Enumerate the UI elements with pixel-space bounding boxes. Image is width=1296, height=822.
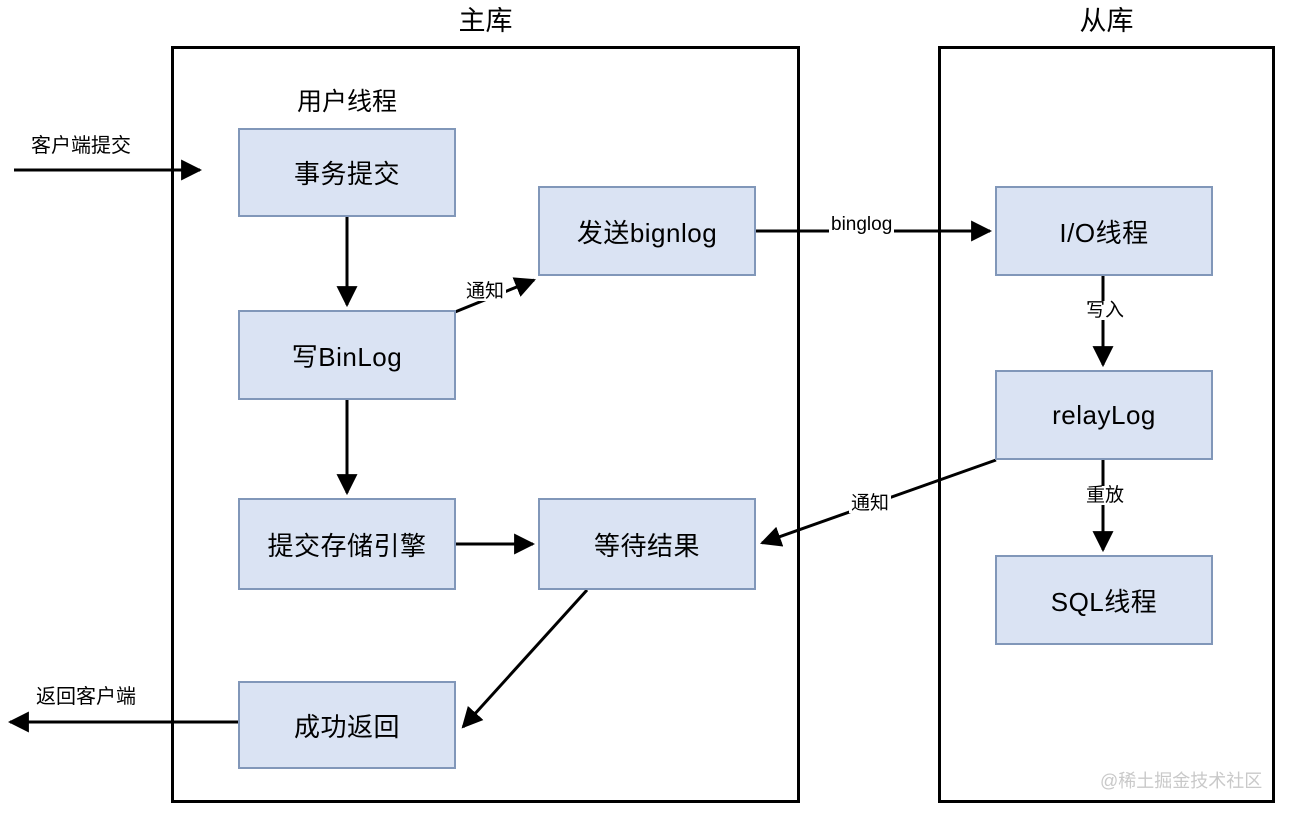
node-sql-thread[interactable]: SQL线程 [995, 555, 1213, 645]
label-client-submit: 客户端提交 [31, 135, 131, 157]
label-return-client: 返回客户端 [36, 686, 136, 708]
node-success-return[interactable]: 成功返回 [238, 681, 456, 769]
node-send-bignlog[interactable]: 发送bignlog [538, 186, 756, 276]
label-replay: 重放 [1084, 485, 1127, 506]
label-notify-bottom: 通知 [849, 493, 892, 514]
slave-container [938, 46, 1275, 803]
master-title: 主库 [458, 6, 513, 36]
node-io-thread[interactable]: I/O线程 [995, 186, 1213, 276]
edge-wait-to-success [461, 588, 589, 729]
label-notify-top: 通知 [464, 281, 507, 302]
user-thread-group-label: 用户线程 [296, 88, 397, 116]
label-binglog: binglog [829, 214, 895, 235]
master-container [171, 46, 800, 803]
node-commit-storage-engine[interactable]: 提交存储引擎 [238, 498, 456, 590]
watermark: @稀土掘金技术社区 [1100, 771, 1263, 791]
node-wait-result[interactable]: 等待结果 [538, 498, 756, 590]
slave-title: 从库 [1079, 6, 1134, 36]
node-relay-log[interactable]: relayLog [995, 370, 1213, 460]
label-write-in: 写入 [1084, 300, 1127, 321]
node-write-binlog[interactable]: 写BinLog [238, 310, 456, 400]
node-transaction-commit[interactable]: 事务提交 [238, 128, 456, 217]
